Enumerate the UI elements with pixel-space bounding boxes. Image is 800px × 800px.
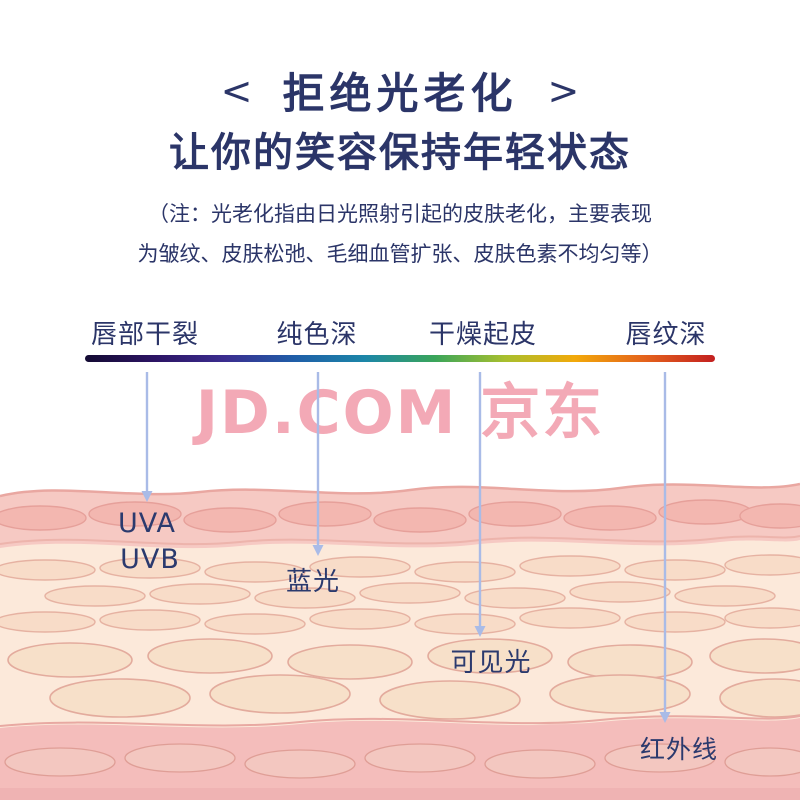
visible-light-label: 可见光 (450, 648, 532, 678)
note-line-1: （注：光老化指由日光照射引起的皮肤老化，主要表现 (148, 202, 652, 226)
page-title: < 拒绝光老化 > (0, 60, 800, 121)
skin-cross-section-illustration (0, 482, 800, 800)
spectrum-label-deep-lines: 唇纹深 (625, 320, 707, 350)
infrared-label: 红外线 (639, 735, 719, 764)
title-right-bracket: > (547, 68, 580, 113)
light-spectrum-bar (85, 355, 715, 362)
uvb-label: UVB (120, 544, 180, 575)
title-left-bracket: < (220, 68, 253, 113)
note-line-2: 为皱纹、皮肤松弛、毛细血管扩张、皮肤色素不均匀等） (137, 242, 663, 266)
spectrum-label-dry-peeling: 干燥起皮 (428, 320, 538, 350)
spectrum-label-chapped-lips: 唇部干裂 (90, 320, 200, 350)
uva-label: UVA (118, 508, 176, 539)
spectrum-label-dark-color: 纯色深 (276, 320, 358, 350)
page-subtitle: 让你的笑容保持年轻状态 (169, 130, 631, 176)
jd-watermark: JD.COM 京东 (195, 378, 605, 448)
title-text: 拒绝光老化 (282, 69, 518, 118)
blue-light-label: 蓝光 (285, 567, 341, 597)
note-text: （注：光老化指由日光照射引起的皮肤老化，主要表现 为皱纹、皮肤松弛、毛细血管扩张… (0, 194, 800, 274)
